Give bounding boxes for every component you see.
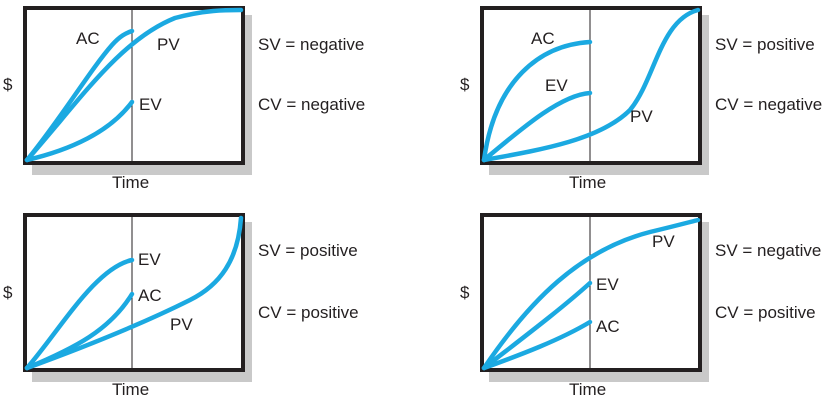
pv-curve	[24, 7, 244, 163]
ac-label: AC	[138, 286, 162, 305]
pv-label: PV	[170, 315, 193, 334]
y-axis-label: $	[460, 283, 470, 302]
sv-status: SV = positive	[715, 35, 815, 54]
panel-top-right: $ AC EV PV Time SV = positive CV = negat…	[460, 6, 822, 192]
panel-bottom-right: $ PV EV AC Time SV = negative CV = posit…	[460, 213, 821, 399]
sv-status: SV = negative	[715, 241, 821, 260]
ac-label: AC	[596, 317, 620, 336]
cv-status: CV = positive	[715, 303, 816, 322]
panel-top-left: $ AC PV EV Time SV = negative CV = negat…	[3, 6, 365, 192]
sv-status: SV = positive	[258, 241, 358, 260]
pv-curve	[481, 7, 701, 163]
ev-curve	[481, 280, 593, 371]
y-axis-label: $	[3, 75, 13, 94]
sv-status: SV = negative	[258, 35, 364, 54]
x-axis-label: Time	[112, 173, 149, 192]
pv-label: PV	[157, 35, 180, 54]
plot-frame	[480, 6, 702, 165]
pv-curve	[24, 215, 244, 371]
pv-label: PV	[652, 232, 675, 251]
ev-curve	[481, 90, 593, 163]
ev-label: EV	[545, 76, 568, 95]
ev-label: EV	[138, 250, 161, 269]
ac-curve	[481, 319, 593, 371]
ac-label: AC	[76, 29, 100, 48]
ev-label: EV	[139, 95, 162, 114]
ac-curve	[481, 39, 593, 163]
plot-frame	[23, 213, 245, 372]
ev-curve	[24, 99, 135, 163]
y-axis-label: $	[3, 283, 13, 302]
panel-bottom-left: $ EV AC PV Time SV = positive CV = posit…	[3, 213, 359, 399]
x-axis-label: Time	[569, 173, 606, 192]
pv-label: PV	[630, 107, 653, 126]
ev-label: EV	[596, 275, 619, 294]
pv-curve	[481, 217, 701, 371]
cv-status: CV = negative	[258, 95, 365, 114]
plot-frame	[23, 6, 245, 165]
x-axis-label: Time	[569, 380, 606, 399]
x-axis-label: Time	[112, 380, 149, 399]
ev-curve	[24, 257, 135, 371]
cv-status: CV = negative	[715, 95, 822, 114]
y-axis-label: $	[460, 75, 470, 94]
ac-label: AC	[531, 29, 555, 48]
cv-status: CV = positive	[258, 303, 359, 322]
